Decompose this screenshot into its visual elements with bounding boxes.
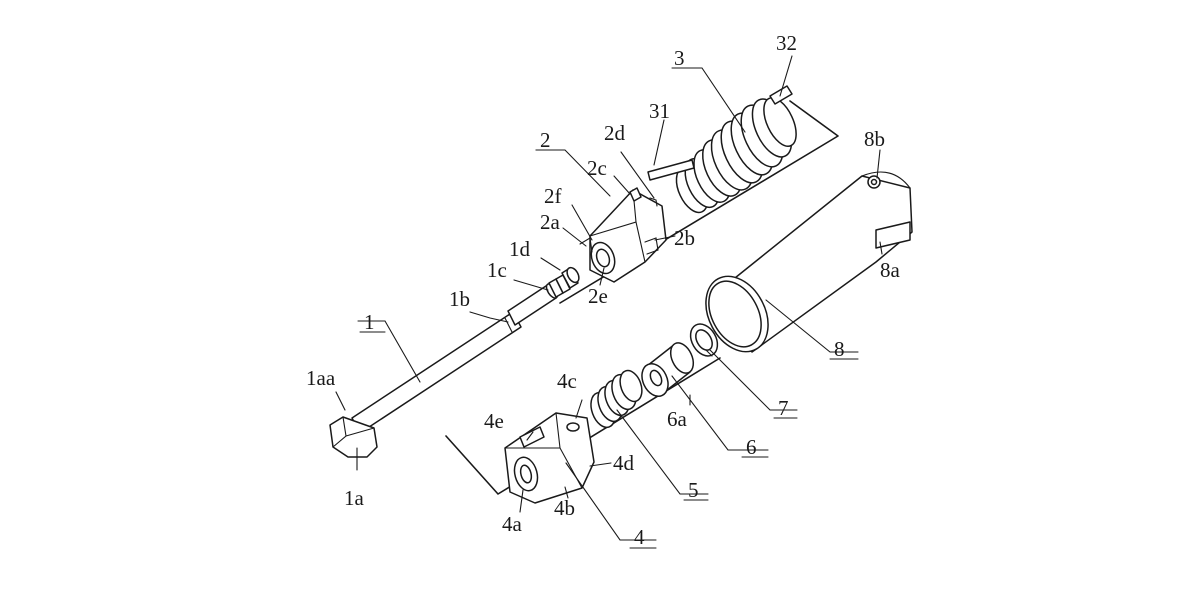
- rotary-member-part-2: [579, 187, 667, 283]
- label-4: 4: [634, 525, 645, 549]
- label-2f: 2f: [544, 184, 562, 208]
- label-2d: 2d: [604, 121, 626, 145]
- label-4e: 4e: [484, 409, 504, 433]
- label-2a: 2a: [540, 210, 561, 234]
- coil-spring-part-5: [590, 369, 643, 429]
- shaft-part-1: [329, 266, 580, 458]
- label-1c: 1c: [487, 258, 507, 282]
- label-3: 3: [674, 46, 685, 70]
- label-4c: 4c: [557, 369, 577, 393]
- bushing-part-6: [641, 342, 695, 397]
- label-4a: 4a: [502, 512, 523, 536]
- label-1a: 1a: [344, 486, 365, 510]
- label-6a: 6a: [667, 407, 688, 431]
- label-4b: 4b: [554, 496, 575, 520]
- label-8b: 8b: [864, 127, 885, 151]
- label-1: 1: [364, 310, 375, 334]
- part-number-underlines: [359, 67, 859, 549]
- torsion-spring-part-3: [647, 85, 797, 214]
- label-1b: 1b: [449, 287, 470, 311]
- label-8a: 8a: [880, 258, 901, 282]
- outer-tube-part-8: [705, 171, 913, 353]
- label-4d: 4d: [613, 451, 635, 475]
- label-1aa: 1aa: [306, 366, 336, 390]
- label-2c: 2c: [587, 156, 607, 180]
- label-2b: 2b: [674, 226, 695, 250]
- housing-part-4: [504, 412, 595, 504]
- label-7: 7: [778, 396, 789, 420]
- label-31: 31: [649, 99, 670, 123]
- label-5: 5: [688, 478, 699, 502]
- label-2: 2: [540, 128, 551, 152]
- leader-lines: [335, 55, 883, 541]
- label-2e: 2e: [588, 284, 608, 308]
- label-1d: 1d: [509, 237, 531, 261]
- label-6: 6: [746, 435, 757, 459]
- snap-ring-part-7: [689, 323, 719, 357]
- label-32: 32: [776, 31, 797, 55]
- label-8: 8: [834, 337, 845, 361]
- reference-labels: 1 1aa 1a 1b 1c 1d 2 2f 2a 2b 2c 2d 2e 3 …: [306, 31, 901, 549]
